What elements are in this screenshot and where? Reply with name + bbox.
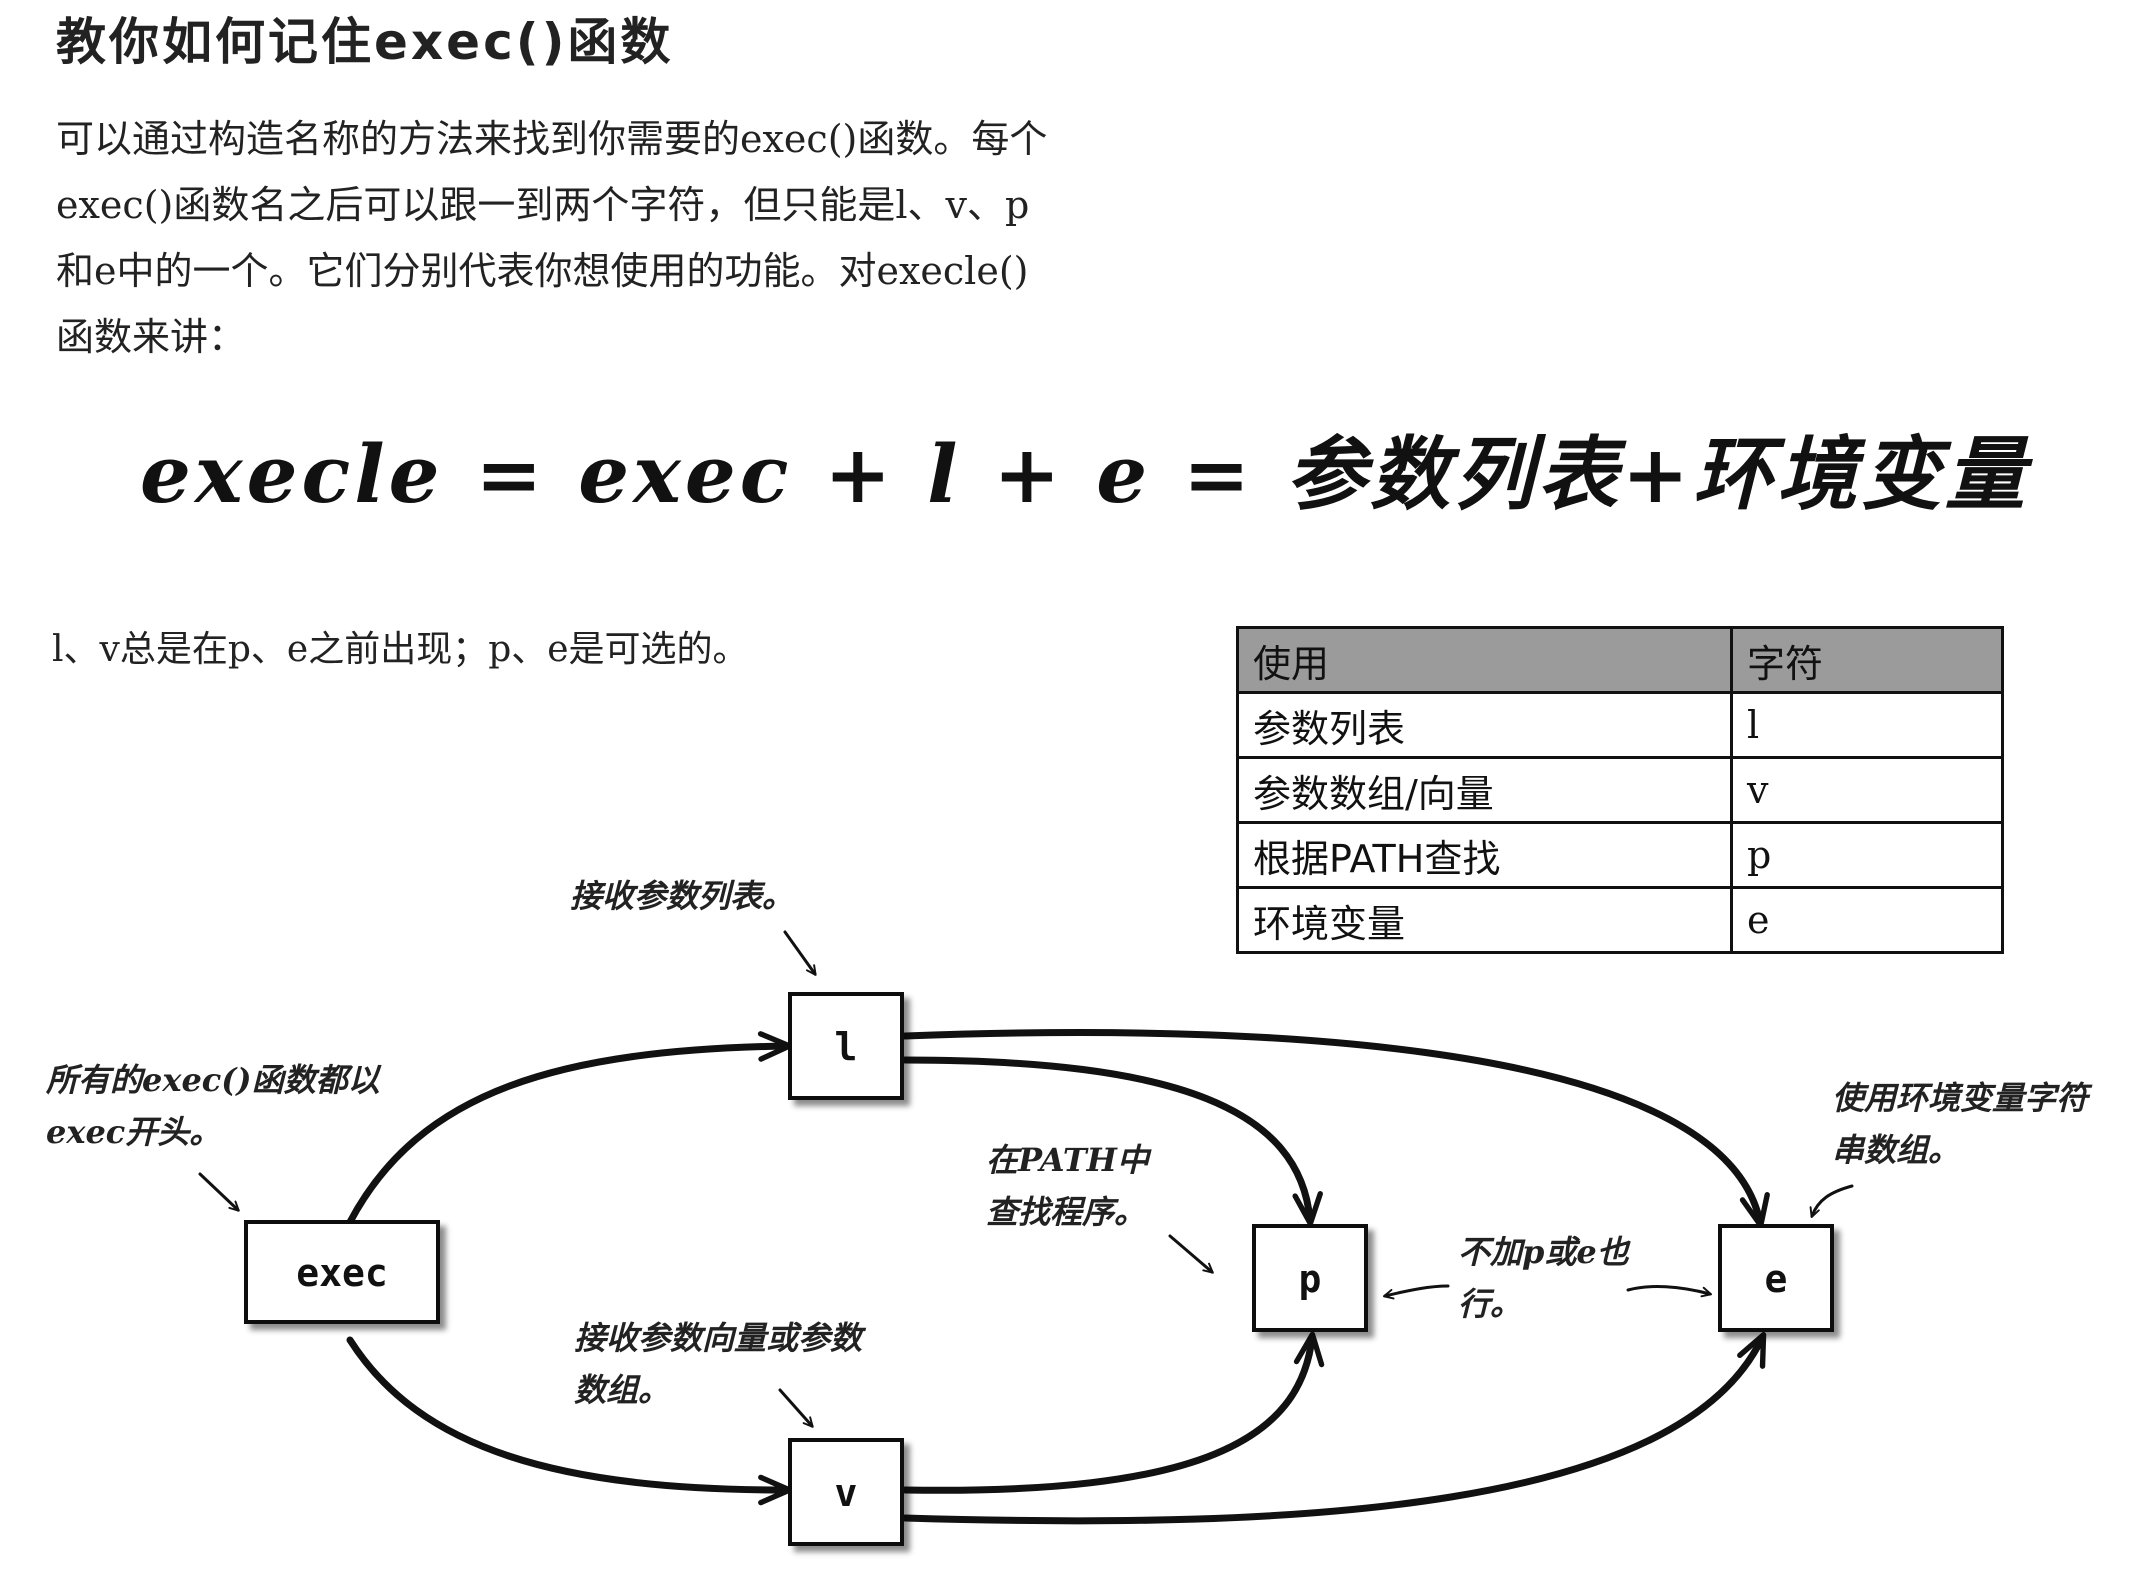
annotation-exec: 所有的exec()函数都以 exec开头。 (46, 1054, 380, 1158)
edge-v-to-e (901, 1332, 1767, 1525)
node-v-label: v (835, 1471, 858, 1515)
edge-exec-to-v (346, 1336, 793, 1506)
intro-paragraph: 可以通过构造名称的方法来找到你需要的exec()函数。每个 exec()函数名之… (56, 106, 1276, 370)
order-note: l、v总是在p、e之前出现；p、e是可选的。 (52, 629, 749, 670)
annotation-e: 使用环境变量字符 串数组。 (1832, 1072, 2088, 1176)
table-cell-usage: 环境变量 (1236, 886, 1733, 954)
annotation-line: 使用环境变量字符 (1832, 1079, 2089, 1117)
annotation-v: 接收参数向量或参数 数组。 (574, 1312, 862, 1416)
annotation-line: 查找程序。 (986, 1193, 1147, 1231)
annotation-optional: 不加p或e也 行。 (1458, 1226, 1629, 1330)
table-header-usage: 使用 (1236, 626, 1733, 694)
annotation-line: 接收参数向量或参数 (574, 1319, 863, 1357)
table-row: 参数数组/向量 v (1236, 756, 2004, 824)
table-row: 参数列表 l (1236, 691, 2004, 759)
pointer-e-annotation (1809, 1184, 1854, 1218)
edge-v-to-p (901, 1331, 1325, 1494)
annotation-line: 在PATH中 (986, 1141, 1149, 1179)
edge-l-to-p (901, 1056, 1323, 1227)
annotation-line: 串数组。 (1832, 1131, 1961, 1169)
annotation-p: 在PATH中 查找程序。 (986, 1134, 1149, 1238)
node-p-label: p (1299, 1257, 1322, 1301)
table-cell-char: p (1730, 821, 2004, 889)
table-header-char: 字符 (1730, 626, 2004, 694)
pointer-exec-annotation (198, 1172, 240, 1212)
node-p: p (1252, 1224, 1368, 1332)
edge-exec-to-l (346, 1031, 793, 1226)
intro-line: 函数来讲： (56, 315, 247, 359)
node-exec: exec (244, 1220, 440, 1324)
node-l: l (788, 992, 904, 1100)
page-title: 教你如何记住exec()函数 (56, 13, 674, 71)
node-exec-label: exec (296, 1251, 388, 1295)
pointer-optional-to-e (1626, 1285, 1713, 1298)
annotation-line: 数组。 (574, 1371, 671, 1409)
annotation-line: 接收参数列表。 (570, 877, 795, 915)
edge-l-to-e (901, 1029, 1770, 1229)
annotation-l: 接收参数列表。 (570, 870, 794, 922)
intro-line: 可以通过构造名称的方法来找到你需要的exec()函数。每个 (56, 117, 1048, 161)
table-cell-char: l (1730, 691, 2004, 759)
exec-suffix-table: 使用 字符 参数列表 l 参数数组/向量 v 根据PATH查找 p 环境变量 e (1236, 626, 2004, 954)
annotation-line: 不加p或e也 (1458, 1233, 1629, 1271)
table-row: 根据PATH查找 p (1236, 821, 2004, 889)
annotation-line: 行。 (1458, 1285, 1523, 1323)
annotation-line: exec开头。 (46, 1113, 222, 1151)
table-cell-usage: 参数列表 (1236, 691, 1733, 759)
table-row: 环境变量 e (1236, 886, 2004, 954)
pointer-l-annotation (783, 930, 817, 976)
node-l-label: l (835, 1025, 858, 1069)
annotation-line: 所有的exec()函数都以 (46, 1061, 380, 1099)
execle-formula: execle = exec + l + e = 参数列表+环境变量 (140, 427, 2029, 521)
pointer-p-annotation (1168, 1234, 1214, 1274)
intro-line: exec()函数名之后可以跟一到两个字符，但只能是l、v、p (56, 183, 1030, 227)
table-header-row: 使用 字符 (1236, 626, 2004, 694)
intro-line: 和e中的一个。它们分别代表你想使用的功能。对execle() (56, 249, 1029, 293)
node-e: e (1718, 1224, 1834, 1332)
pointer-optional-to-p (1382, 1284, 1450, 1300)
table-cell-char: v (1730, 756, 2004, 824)
table-cell-usage: 根据PATH查找 (1236, 821, 1733, 889)
table-cell-usage: 参数数组/向量 (1236, 756, 1733, 824)
pointer-v-annotation (778, 1388, 814, 1428)
table-cell-char: e (1730, 886, 2004, 954)
node-v: v (788, 1438, 904, 1546)
node-e-label: e (1765, 1257, 1788, 1301)
